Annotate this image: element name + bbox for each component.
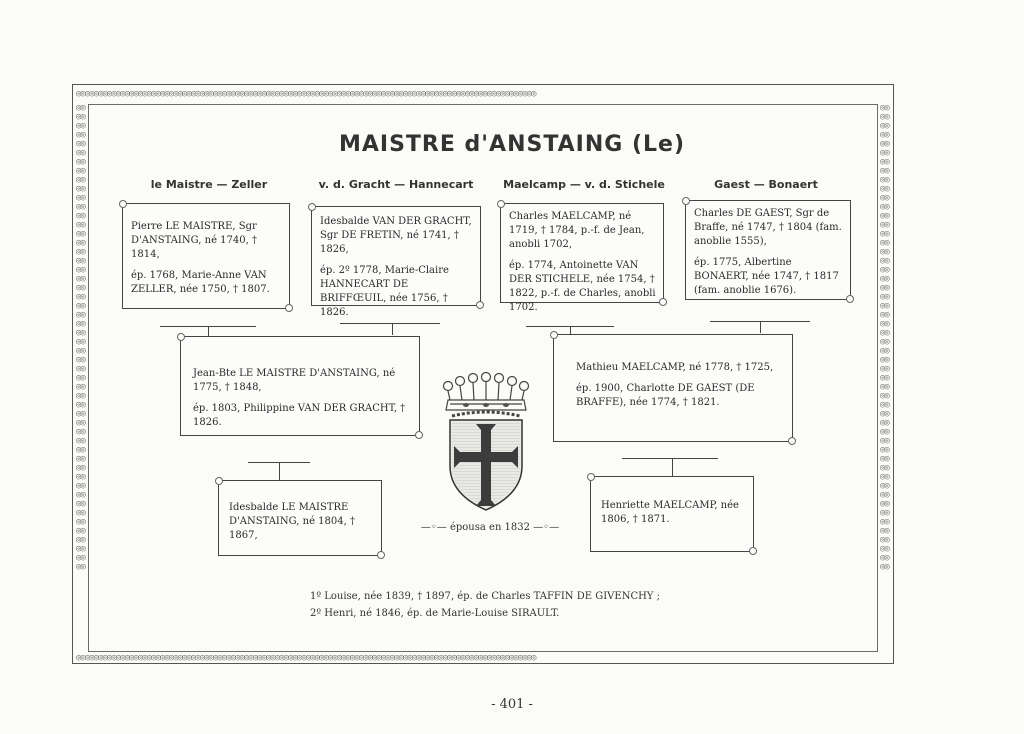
column-heading-maelcamp: Maelcamp — v. d. Stichele <box>503 178 665 191</box>
box-text-birth: Mathieu MAELCAMP, né 1778, † 1725, <box>576 362 774 373</box>
box-text-marriage: ép. 1774, Antoinette VAN DER STICHELE, n… <box>509 260 656 313</box>
inner-frame <box>88 104 878 652</box>
box-text-birth: Idesbalde VAN DER GRACHT, Sgr DE FRETIN,… <box>320 216 472 255</box>
coat-of-arms-icon <box>442 371 530 511</box>
child-item: 2º Henri, né 1846, ép. de Marie-Louise S… <box>310 608 560 619</box>
connector-stem <box>672 458 673 476</box>
column-heading-gaest: Gaest — Bonaert <box>714 178 818 191</box>
person-box-henriette-maelcamp: Henriette MAELCAMP, née 1806, † 1871. <box>587 473 757 555</box>
person-box-charles-de-gaest: Charles DE GAEST, Sgr de Braffe, né 1747… <box>682 197 854 303</box>
box-text-marriage: ép. 1768, Marie-Anne VAN ZELLER, née 175… <box>131 270 270 295</box>
connector-stem <box>208 326 209 336</box>
person-box-jean-bte-le-maistre: Jean-Bte LE MAISTRE D'ANSTAING, né 1775,… <box>177 333 423 439</box>
person-box-pierre-le-maistre: Pierre LE MAISTRE, Sgr D'ANSTAING, né 17… <box>119 200 293 312</box>
box-text-birth: Charles DE GAEST, Sgr de Braffe, né 1747… <box>694 208 842 247</box>
connector-rule <box>340 323 440 324</box>
person-box-idesbalde-vd-gracht: Idesbalde VAN DER GRACHT, Sgr DE FRETIN,… <box>308 203 484 318</box>
outer-frame <box>72 84 894 664</box>
box-text-birth: Henriette MAELCAMP, née 1806, † 1871. <box>601 500 739 525</box>
box-text-birth: Idesbalde LE MAISTRE D'ANSTAING, né 1804… <box>229 502 355 541</box>
connector-stem <box>570 326 571 336</box>
box-text-birth: Charles MAELCAMP, né 1719, † 1784, p.-f.… <box>509 211 645 250</box>
page-number: - 401 - <box>491 697 533 712</box>
chain-border-right: ◎◎◎◎◎◎◎◎◎◎◎◎◎◎◎◎◎◎◎◎◎◎◎◎◎◎◎◎◎◎◎◎◎◎◎◎◎◎◎◎… <box>880 104 890 572</box>
connector-rule <box>622 458 718 459</box>
chain-border-left: ◎◎◎◎◎◎◎◎◎◎◎◎◎◎◎◎◎◎◎◎◎◎◎◎◎◎◎◎◎◎◎◎◎◎◎◎◎◎◎◎… <box>76 104 86 572</box>
child-item: 1º Louise, née 1839, † 1897, ép. de Char… <box>310 591 660 602</box>
connector-stem <box>279 462 280 480</box>
column-heading-le-maistre: le Maistre — Zeller <box>150 178 268 191</box>
box-text-marriage: ép. 1900, Charlotte DE GAEST (DE BRAFFE)… <box>576 383 755 408</box>
connector-stem <box>760 321 761 333</box>
box-text-marriage: ép. 1775, Albertine BONAERT, née 1747, †… <box>694 257 839 296</box>
box-text-birth: Pierre LE MAISTRE, Sgr D'ANSTAING, né 17… <box>131 221 257 260</box>
page-title: MAISTRE d'ANSTAING (Le) <box>338 132 686 157</box>
children-list: 1º Louise, née 1839, † 1897, ép. de Char… <box>310 588 660 622</box>
chain-border-top: ◎◎◎◎◎◎◎◎◎◎◎◎◎◎◎◎◎◎◎◎◎◎◎◎◎◎◎◎◎◎◎◎◎◎◎◎◎◎◎◎… <box>76 90 537 99</box>
connector-stem <box>392 323 393 335</box>
person-box-charles-maelcamp: Charles MAELCAMP, né 1719, † 1784, p.-f.… <box>497 200 667 313</box>
box-text-marriage: ép. 2º 1778, Marie-Claire HANNECART DE B… <box>320 265 449 318</box>
column-heading-gracht: v. d. Gracht — Hannecart <box>318 178 474 191</box>
person-box-idesbalde-le-maistre: Idesbalde LE MAISTRE D'ANSTAING, né 1804… <box>215 477 385 559</box>
person-box-mathieu-maelcamp: Mathieu MAELCAMP, né 1778, † 1725, ép. 1… <box>550 331 796 445</box>
box-text-birth: Jean-Bte LE MAISTRE D'ANSTAING, né 1775,… <box>193 368 396 393</box>
marriage-note: —◦— épousa en 1832 —◦— <box>420 522 560 533</box>
box-text-marriage: ép. 1803, Philippine VAN DER GRACHT, † 1… <box>193 403 406 428</box>
chain-border-bottom: ◎◎◎◎◎◎◎◎◎◎◎◎◎◎◎◎◎◎◎◎◎◎◎◎◎◎◎◎◎◎◎◎◎◎◎◎◎◎◎◎… <box>76 654 537 663</box>
